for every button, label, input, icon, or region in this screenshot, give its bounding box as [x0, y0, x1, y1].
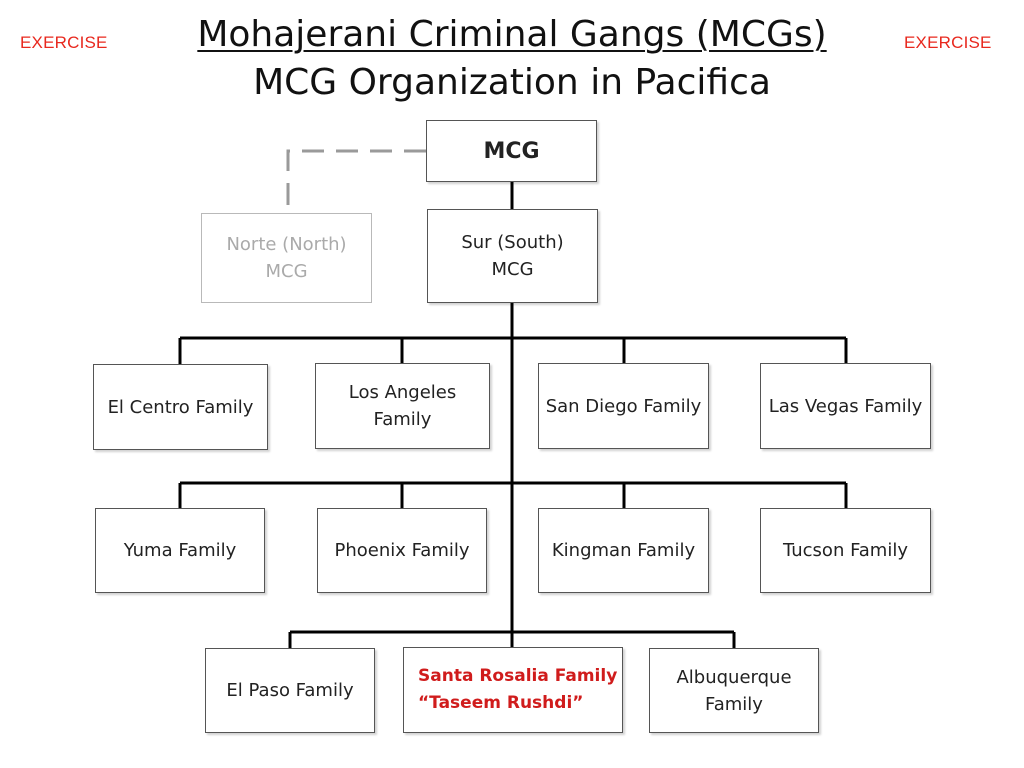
node-label-line1: Yuma Family	[123, 540, 237, 561]
node-label-line1: Phoenix Family	[334, 540, 470, 561]
node-yuma-family: Yuma Family	[95, 508, 265, 593]
node-norte-mcg: Norte (North) MCG	[201, 213, 372, 303]
node-label-line2: Family	[705, 693, 763, 715]
node-label-line1: Las Vegas Family	[768, 395, 923, 417]
node-label-line1: Los Angeles	[348, 382, 457, 403]
node-santa-rosalia-family: Santa Rosalia Family “Taseem Rushdi”	[403, 647, 623, 733]
node-las-vegas-family: Las Vegas Family	[760, 363, 931, 449]
node-label-line1: El Paso Family	[226, 680, 354, 701]
node-kingman-family: Kingman Family	[538, 508, 709, 593]
node-label-line2: “Taseem Rushdi”	[418, 693, 584, 713]
node-label-line1: Kingman Family	[551, 540, 696, 561]
node-phoenix-family: Phoenix Family	[317, 508, 487, 593]
node-label-line1: Tucson Family	[782, 540, 908, 561]
node-el-centro-family: El Centro Family	[93, 364, 268, 450]
exercise-label-left: EXERCISE	[20, 33, 108, 52]
node-mcg-root: MCG	[426, 120, 597, 182]
node-el-paso-family: El Paso Family	[205, 648, 375, 733]
exercise-label-right: EXERCISE	[904, 33, 992, 52]
node-label-line2: MCG	[491, 259, 534, 280]
node-label-line1: Santa Rosalia Family	[418, 666, 618, 686]
node-sur-mcg: Sur (South) MCG	[427, 209, 598, 303]
node-albuquerque-family: Albuquerque Family	[649, 648, 819, 733]
node-label-line1: Sur (South)	[461, 232, 564, 253]
node-los-angeles-family: Los Angeles Family	[315, 363, 490, 449]
node-label-line1: El Centro Family	[107, 396, 254, 418]
diagram-title: Mohajerani Criminal Gangs (MCGs)	[197, 14, 827, 55]
node-label-line1: San Diego Family	[545, 395, 702, 417]
node-tucson-family: Tucson Family	[760, 508, 931, 593]
node-label-line1: Norte (North)	[226, 234, 347, 255]
dashed-connector-north	[286, 149, 426, 213]
node-label-line2: Family	[373, 409, 432, 430]
node-label-line2: MCG	[265, 261, 308, 282]
node-label: MCG	[483, 138, 540, 164]
node-label-line1: Albuquerque	[676, 666, 792, 688]
node-san-diego-family: San Diego Family	[538, 363, 709, 449]
diagram-subtitle: MCG Organization in Pacifica	[253, 62, 771, 103]
